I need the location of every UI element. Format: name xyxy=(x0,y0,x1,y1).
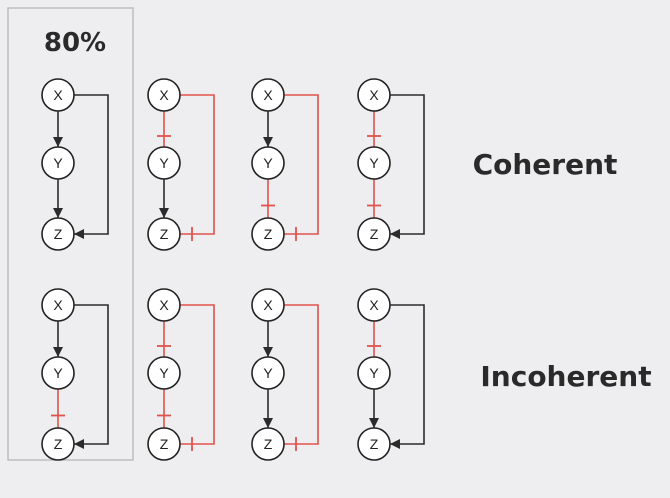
arrowhead-x-z xyxy=(74,229,84,239)
arrowhead-x-z xyxy=(390,229,400,239)
motif-2: X Y Z xyxy=(251,78,319,251)
node-x xyxy=(41,288,75,322)
node-label-y: Y xyxy=(369,365,379,381)
node-label-z: Z xyxy=(264,226,273,242)
node-z xyxy=(147,217,181,251)
node-label-y: Y xyxy=(263,155,273,171)
node-y xyxy=(357,356,391,390)
node-label-x: X xyxy=(159,297,169,313)
motif-6: X Y Z xyxy=(251,288,319,461)
edge-x-z xyxy=(74,304,109,445)
node-label-x: X xyxy=(263,297,273,313)
edge-x-z xyxy=(74,94,109,235)
node-x xyxy=(251,288,285,322)
arrowhead-x-y xyxy=(263,347,273,357)
motif-1: X Y Z xyxy=(147,78,215,251)
node-y xyxy=(147,146,181,180)
node-label-x: X xyxy=(159,87,169,103)
edge-x-z xyxy=(180,94,215,235)
node-label-x: X xyxy=(369,87,379,103)
node-y xyxy=(41,356,75,390)
node-label-y: Y xyxy=(263,365,273,381)
node-label-x: X xyxy=(53,87,63,103)
node-label-x: X xyxy=(263,87,273,103)
node-z xyxy=(357,427,391,461)
arrowhead-x-z xyxy=(74,439,84,449)
edge-x-z xyxy=(180,304,215,445)
node-label-z: Z xyxy=(160,436,169,452)
edge-x-z xyxy=(390,304,425,445)
arrowhead-x-y xyxy=(263,137,273,147)
node-label-y: Y xyxy=(159,365,169,381)
node-label-z: Z xyxy=(54,226,63,242)
node-x xyxy=(147,288,181,322)
node-label-y: Y xyxy=(369,155,379,171)
arrowhead-y-z xyxy=(263,418,273,428)
node-x xyxy=(251,78,285,112)
row-label-incoherent: Incoherent xyxy=(480,360,651,393)
node-label-z: Z xyxy=(160,226,169,242)
node-z xyxy=(357,217,391,251)
edge-x-z xyxy=(284,94,319,235)
node-label-z: Z xyxy=(264,436,273,452)
node-label-y: Y xyxy=(53,155,63,171)
arrowhead-y-z xyxy=(159,208,169,218)
motif-3: X Y Z xyxy=(357,78,425,251)
highlight-percentage: 80% xyxy=(44,28,106,58)
arrowhead-y-z xyxy=(369,418,379,428)
node-x xyxy=(357,288,391,322)
highlight-box xyxy=(7,7,134,461)
node-label-z: Z xyxy=(370,226,379,242)
arrowhead-x-y xyxy=(53,347,63,357)
motif-5: X Y Z xyxy=(147,288,215,461)
edge-x-z xyxy=(390,94,425,235)
node-z xyxy=(41,217,75,251)
node-y xyxy=(251,146,285,180)
edge-x-z xyxy=(284,304,319,445)
arrowhead-y-z xyxy=(53,208,63,218)
node-y xyxy=(41,146,75,180)
row-label-coherent: Coherent xyxy=(473,148,618,181)
node-x xyxy=(357,78,391,112)
motif-grid: X Y Z X Y Z X Y Z X Y Z X Y Z X Y Z X Y Z X Y Z xyxy=(41,78,425,461)
node-y xyxy=(357,146,391,180)
node-y xyxy=(251,356,285,390)
arrowhead-x-y xyxy=(53,137,63,147)
node-label-x: X xyxy=(369,297,379,313)
node-z xyxy=(251,427,285,461)
node-z xyxy=(251,217,285,251)
node-label-y: Y xyxy=(159,155,169,171)
node-label-z: Z xyxy=(54,436,63,452)
node-y xyxy=(147,356,181,390)
motif-4: X Y Z xyxy=(41,288,109,461)
motif-7: X Y Z xyxy=(357,288,425,461)
node-label-x: X xyxy=(53,297,63,313)
node-x xyxy=(147,78,181,112)
node-z xyxy=(41,427,75,461)
node-z xyxy=(147,427,181,461)
motif-0: X Y Z xyxy=(41,78,109,251)
arrowhead-x-z xyxy=(390,439,400,449)
node-label-z: Z xyxy=(370,436,379,452)
node-label-y: Y xyxy=(53,365,63,381)
node-x xyxy=(41,78,75,112)
